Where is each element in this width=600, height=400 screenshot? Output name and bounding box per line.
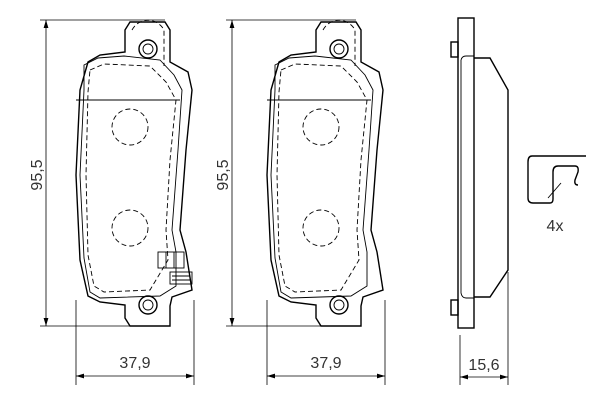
side-thickness-dimension: 15,6 [459,272,509,385]
retaining-clip-icon [527,155,586,204]
clip-quantity-label: 4x [547,218,564,235]
brake-pad-side-view [450,17,509,329]
side-thickness-label: 15,6 [468,357,499,374]
pad1-width-label: 37,9 [119,355,150,372]
pad1-height-dimension: 95,5 [29,19,165,327]
wear-sensor-connector [157,251,193,285]
brake-pad-front-view-1 [75,19,193,327]
brake-pad-front-view-2 [266,19,384,327]
pad1-width-dimension: 37,9 [75,300,195,385]
pad1-height-label: 95,5 [29,159,46,190]
pad2-height-dimension: 95,5 [215,19,356,327]
pad2-height-label: 95,5 [215,159,232,190]
pad2-width-label: 37,9 [310,355,341,372]
pad2-width-dimension: 37,9 [266,300,386,385]
